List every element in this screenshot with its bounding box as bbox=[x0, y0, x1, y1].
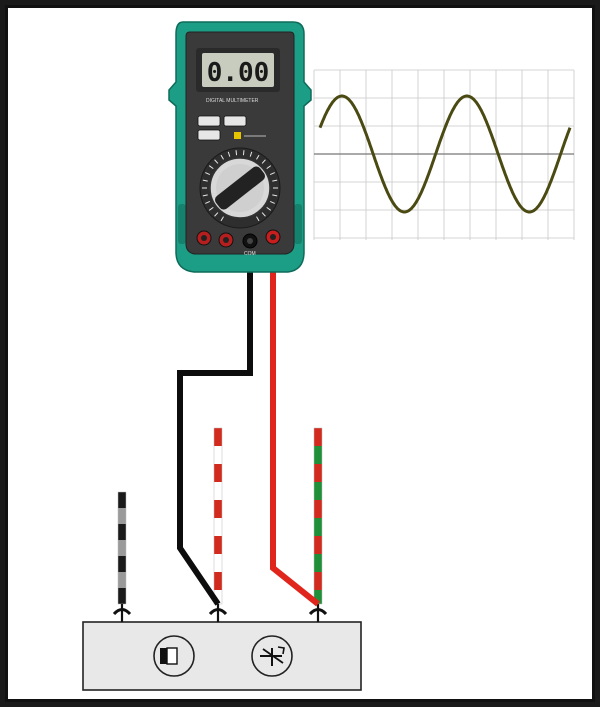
wire-stripe bbox=[214, 446, 222, 464]
wire-stripe bbox=[118, 540, 126, 556]
terminal-clip bbox=[112, 604, 132, 622]
component-box bbox=[82, 621, 362, 691]
wire-stripe bbox=[314, 482, 322, 500]
wire-stripe bbox=[214, 590, 222, 604]
wire-stripe bbox=[118, 492, 126, 508]
dial-tick bbox=[235, 150, 238, 156]
dial-tick bbox=[272, 179, 278, 182]
waveform-plot bbox=[313, 69, 575, 240]
dial-tick bbox=[242, 150, 245, 156]
dial-range-marks bbox=[202, 150, 278, 222]
red-green-wire bbox=[313, 427, 323, 605]
wire-stripe bbox=[314, 590, 322, 604]
function-button[interactable] bbox=[197, 129, 221, 141]
warning-icon bbox=[234, 132, 241, 139]
wire-stripe bbox=[118, 508, 126, 524]
dial-tick bbox=[214, 159, 219, 164]
dial-tick bbox=[256, 216, 260, 222]
function-button[interactable] bbox=[197, 115, 221, 127]
wire-stripe bbox=[214, 554, 222, 572]
dial-tick bbox=[256, 154, 260, 160]
waveform-grid bbox=[313, 69, 575, 240]
wire-stripe bbox=[214, 482, 222, 500]
wire-stripe bbox=[314, 554, 322, 572]
wire-stripe bbox=[214, 572, 222, 590]
dial-tick bbox=[227, 151, 231, 157]
dial-tick bbox=[220, 154, 224, 160]
input-jack-com[interactable] bbox=[242, 233, 258, 249]
wire-stripe bbox=[214, 428, 222, 446]
wiring-diagram: 0.00 DIGITAL MULTIMETER bbox=[82, 21, 575, 691]
brand-label: DIGITAL MULTIMETER bbox=[206, 98, 259, 104]
wire-stripe bbox=[118, 588, 126, 604]
dial-tick bbox=[208, 165, 214, 170]
input-jack-vohm[interactable] bbox=[265, 229, 281, 245]
diode-icon bbox=[153, 635, 195, 677]
red-white-wire bbox=[213, 427, 223, 605]
com-label: COM bbox=[244, 251, 256, 257]
ground-star-icon bbox=[251, 635, 293, 677]
dial-tick bbox=[220, 216, 224, 222]
sine-wave bbox=[318, 94, 572, 214]
display-reading: 0.00 bbox=[207, 58, 270, 88]
wire-stripe bbox=[314, 572, 322, 590]
wire-stripe bbox=[214, 500, 222, 518]
wire-stripe bbox=[118, 572, 126, 588]
dial-tick bbox=[202, 194, 208, 197]
red-test-lead bbox=[270, 240, 320, 607]
dial-tick bbox=[266, 165, 272, 170]
dial-tick bbox=[202, 179, 208, 182]
function-button[interactable] bbox=[223, 115, 247, 127]
lcd-display bbox=[202, 53, 274, 87]
black-gray-wire bbox=[117, 491, 127, 605]
wire-stripe bbox=[118, 524, 126, 540]
wire-stripe bbox=[314, 446, 322, 464]
wire-stripe bbox=[118, 556, 126, 572]
input-jack-10a[interactable] bbox=[196, 230, 212, 246]
input-jack-ma[interactable] bbox=[218, 232, 234, 248]
dial-tick bbox=[269, 200, 275, 204]
dial-tick bbox=[272, 194, 278, 197]
rotary-dial[interactable] bbox=[199, 147, 281, 229]
wire-stripe bbox=[314, 500, 322, 518]
dial-tick bbox=[205, 172, 211, 176]
wire-stripe bbox=[214, 464, 222, 482]
wire-stripe bbox=[314, 536, 322, 554]
dial-tick bbox=[205, 200, 211, 204]
terminal-clip bbox=[308, 604, 328, 622]
dial-tick bbox=[261, 212, 266, 217]
multimeter: 0.00 DIGITAL MULTIMETER bbox=[168, 21, 312, 273]
diagram-frame: 0.00 DIGITAL MULTIMETER bbox=[5, 5, 595, 702]
dial-tick bbox=[208, 206, 214, 211]
dial-tick bbox=[214, 212, 219, 217]
dial-tick bbox=[266, 206, 272, 211]
wire-stripe bbox=[314, 518, 322, 536]
wire-stripe bbox=[314, 464, 322, 482]
wire-stripe bbox=[214, 518, 222, 536]
wire-stripe bbox=[214, 536, 222, 554]
wire-stripe bbox=[314, 428, 322, 446]
dial-tick bbox=[261, 159, 266, 164]
terminal-clip bbox=[208, 604, 228, 622]
black-test-lead bbox=[177, 248, 253, 606]
dial-tick bbox=[249, 151, 253, 157]
dial-tick bbox=[269, 172, 275, 176]
